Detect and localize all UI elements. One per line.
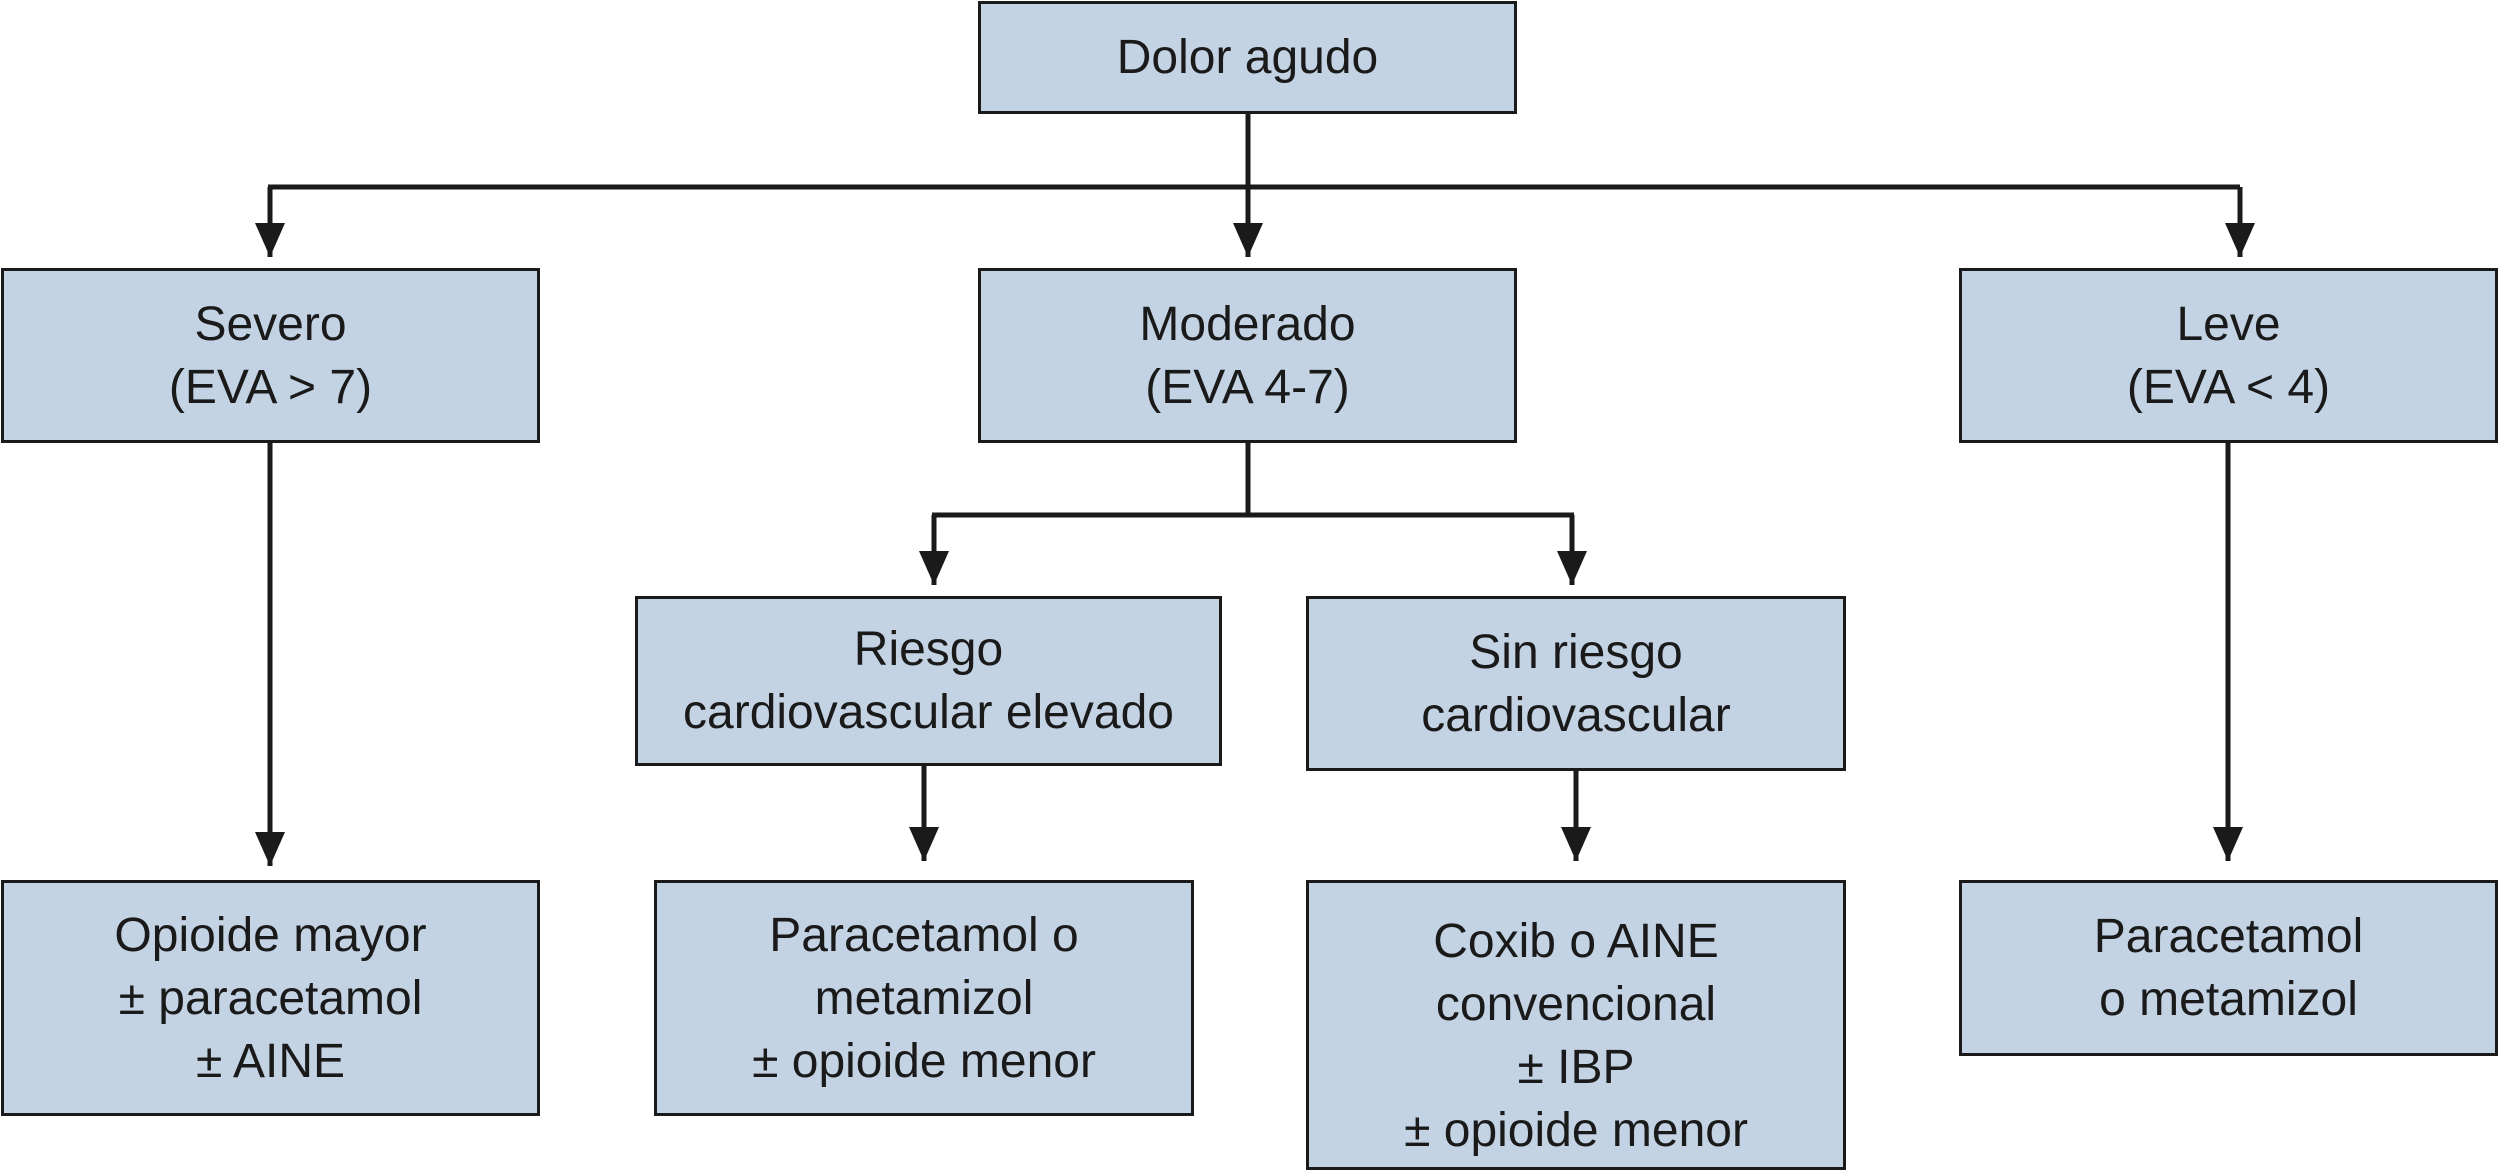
node-sin-riesgo-line-1: Sin riesgo: [1469, 625, 1683, 679]
node-sin-riesgo-cardiovascular: Sin riesgo cardiovascular: [1306, 596, 1846, 771]
node-tratamiento-riesgo: Paracetamol o metamizol ± opioide menor: [654, 880, 1194, 1116]
node-dolor-agudo-line-1: Dolor agudo: [1116, 31, 1379, 84]
node-tratamiento-sin-riesgo-line-2: convencional: [1435, 978, 1717, 1031]
node-moderado-line-2: (EVA 4-7): [1145, 360, 1350, 414]
node-severo: Severo (EVA > 7): [1, 268, 540, 443]
node-tratamiento-sin-riesgo-line-3: ± IBP: [1517, 1041, 1635, 1094]
node-dolor-agudo: Dolor agudo: [978, 1, 1517, 114]
node-riesgo-line-1: Riesgo: [853, 623, 1004, 676]
node-tratamiento-sin-riesgo: Coxib o AINE convencional ± IBP ± opioid…: [1306, 880, 1846, 1170]
node-severo-line-2: (EVA > 7): [168, 360, 373, 414]
node-tratamiento-severo-line-3: ± AINE: [195, 1034, 346, 1088]
node-tratamiento-severo-line-1: Opioide mayor: [114, 908, 427, 962]
node-tratamiento-leve: Paracetamol o metamizol: [1959, 880, 2498, 1056]
node-leve-line-2: (EVA < 4): [2126, 360, 2331, 414]
node-riesgo-line-2: cardiovascular elevado: [683, 686, 1174, 739]
node-moderado-line-1: Moderado: [1139, 297, 1356, 351]
node-tratamiento-riesgo-line-1: Paracetamol o: [769, 908, 1079, 962]
node-sin-riesgo-line-2: cardiovascular: [1421, 688, 1731, 742]
node-tratamiento-riesgo-line-2: metamizol: [814, 971, 1034, 1025]
node-tratamiento-sin-riesgo-line-1: Coxib o AINE: [1433, 915, 1719, 968]
node-tratamiento-severo-line-2: ± paracetamol: [118, 971, 423, 1025]
node-tratamiento-riesgo-line-3: ± opioide menor: [752, 1034, 1096, 1088]
node-leve: Leve (EVA < 4): [1959, 268, 2498, 443]
node-leve-line-1: Leve: [2176, 297, 2281, 351]
node-tratamiento-sin-riesgo-line-4: ± opioide menor: [1404, 1104, 1748, 1157]
node-severo-line-1: Severo: [194, 297, 347, 351]
node-tratamiento-severo: Opioide mayor ± paracetamol ± AINE: [1, 880, 540, 1116]
node-moderado: Moderado (EVA 4-7): [978, 268, 1517, 443]
node-tratamiento-leve-line-2: o metamizol: [2099, 973, 2358, 1026]
node-tratamiento-leve-line-1: Paracetamol: [2093, 910, 2364, 963]
node-riesgo-cardiovascular-elevado: Riesgo cardiovascular elevado: [635, 596, 1222, 766]
